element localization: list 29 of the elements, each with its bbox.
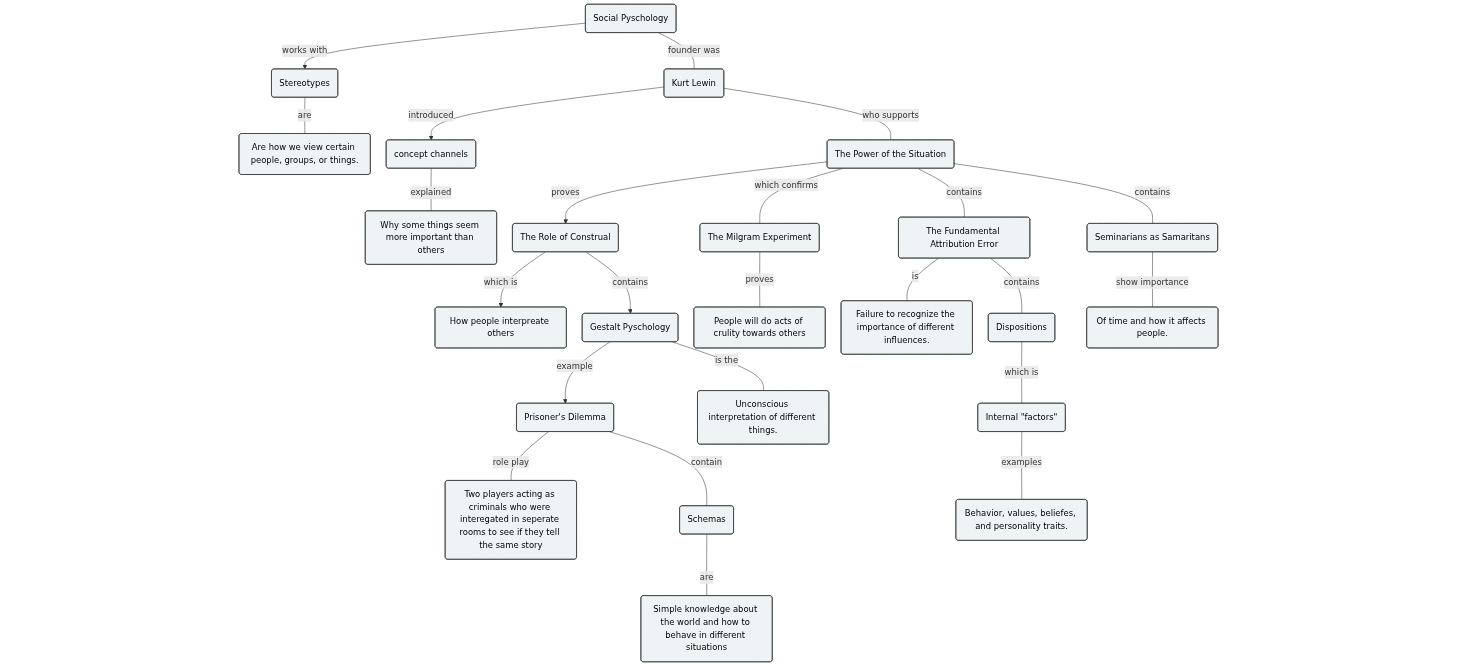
- edge-label: who supports: [862, 110, 919, 121]
- connector: [954, 163, 1153, 224]
- edge-label: is the: [714, 354, 739, 365]
- edge-label: introduced: [408, 110, 454, 121]
- edge-label: is: [911, 270, 919, 281]
- connector: [906, 258, 939, 302]
- connector: [672, 341, 764, 392]
- edge-label: founder was: [667, 45, 720, 56]
- edge-label: contains: [1134, 187, 1171, 198]
- edge-label: are: [297, 110, 312, 121]
- edge-label: explained: [410, 187, 452, 198]
- edge-label: contains: [612, 277, 648, 288]
- edge-label: which is: [1004, 367, 1039, 378]
- edge-label: proves: [551, 187, 580, 198]
- edge-label: examples: [1001, 457, 1042, 468]
- edge-label: example: [556, 360, 593, 371]
- connector: [706, 534, 708, 597]
- edge-label: contains: [1003, 277, 1040, 288]
- edge-label: contain: [690, 457, 723, 468]
- edge-label: are: [699, 572, 714, 583]
- edge-label: show importance: [1116, 277, 1189, 288]
- connector: [609, 431, 708, 507]
- edge-label: role play: [492, 457, 530, 468]
- edge-label: proves: [745, 274, 774, 285]
- edge-label: which confirms: [754, 179, 818, 190]
- edge-label: which is: [483, 277, 518, 288]
- edge-label: works with: [282, 45, 328, 56]
- edge-label: contains: [946, 187, 982, 198]
- connector: [723, 87, 892, 141]
